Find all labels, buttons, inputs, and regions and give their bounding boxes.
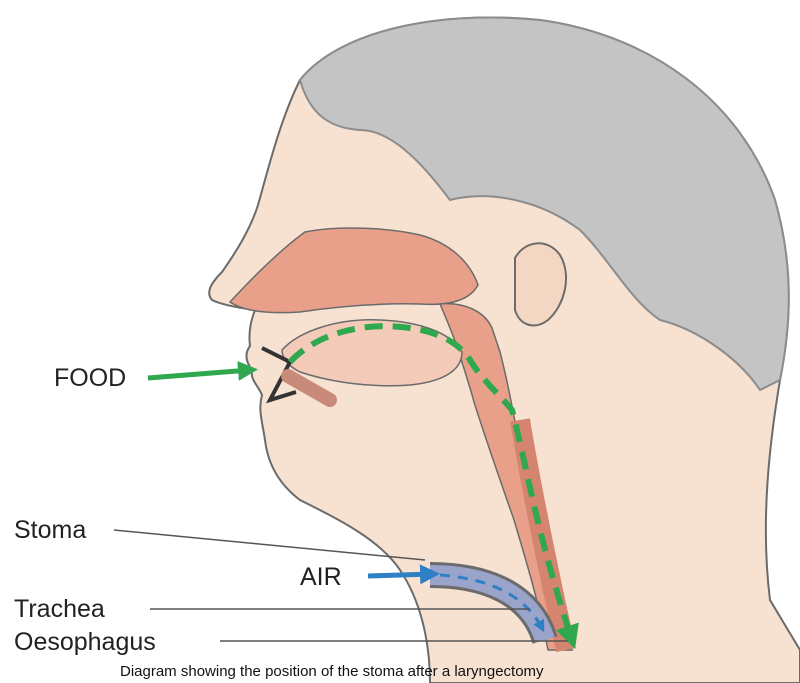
food-arrow	[148, 370, 250, 378]
label-oesophagus: Oesophagus	[14, 628, 156, 656]
label-trachea: Trachea	[14, 595, 105, 623]
label-stoma: Stoma	[14, 516, 86, 544]
diagram-caption: Diagram showing the position of the stom…	[120, 663, 544, 680]
air-arrow	[368, 574, 432, 576]
label-food: FOOD	[54, 364, 126, 392]
label-air: AIR	[300, 563, 342, 591]
